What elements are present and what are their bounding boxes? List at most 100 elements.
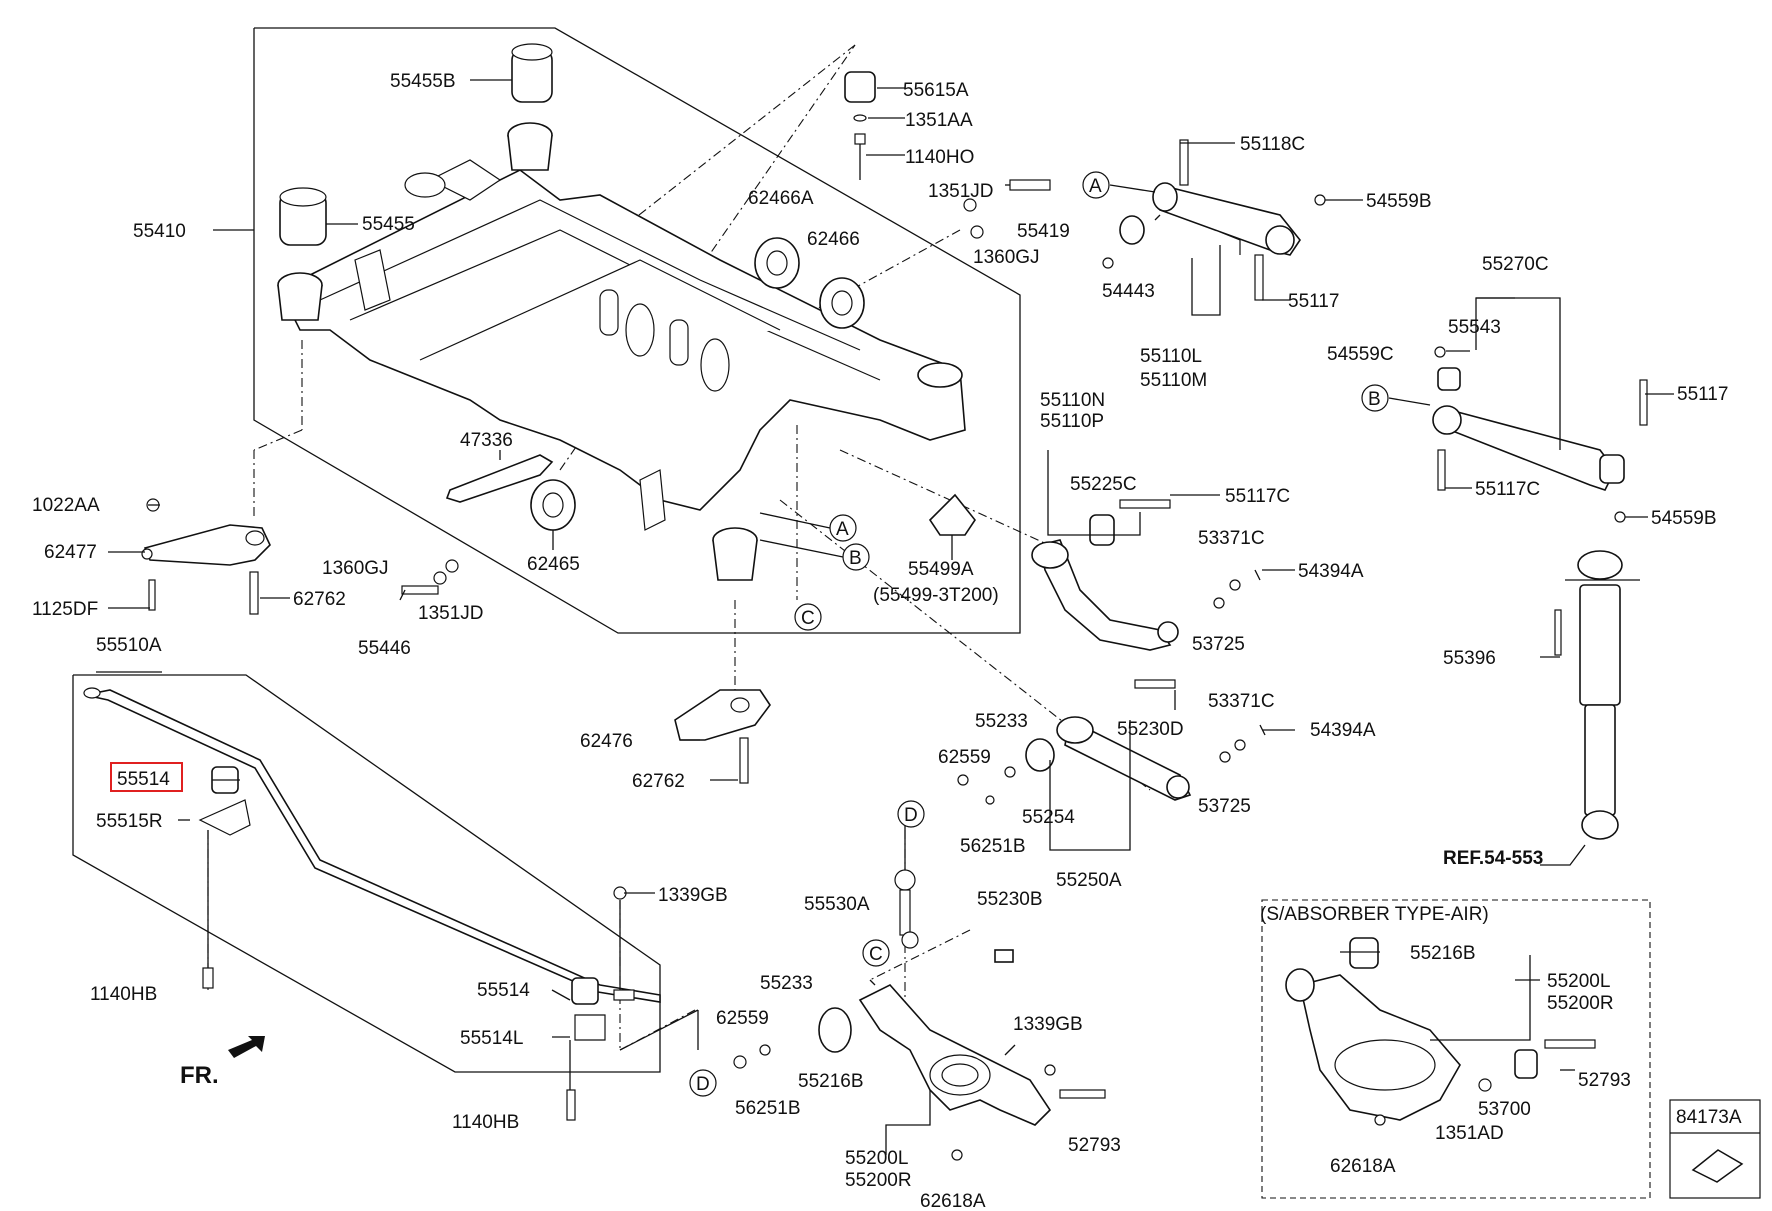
label-55230B: 55230B: [977, 889, 1043, 910]
label-55270C: 55270C: [1482, 254, 1549, 275]
label-54559B-right: 54559B: [1651, 508, 1717, 529]
ref-c-arm: C: [869, 944, 883, 965]
label-55499A: 55499A: [908, 559, 974, 580]
label-52793-air: 52793: [1578, 1070, 1631, 1091]
label-1140HB-low: 1140HB: [452, 1112, 519, 1133]
rear-subframe: [277, 122, 966, 581]
label-55515R: 55515R: [96, 811, 163, 832]
arm-55110N: [1031, 450, 1261, 651]
label-55230D: 55230D: [1117, 719, 1184, 740]
label-62618A-low: 62618A: [920, 1191, 986, 1211]
shock-absorber: [1540, 550, 1640, 866]
label-1140HB-left: 1140HB: [90, 984, 157, 1005]
label-55110L: 55110L: [1140, 346, 1202, 367]
label-55514-highlighted: 55514: [117, 769, 170, 790]
circle-ref-letters: A B C A B D C D: [696, 176, 1381, 1095]
highlight-box-55514: [110, 762, 183, 792]
label-1351AA: 1351AA: [905, 110, 973, 131]
label-1351AD: 1351AD: [1435, 1123, 1504, 1144]
arm-55250A: [957, 679, 1266, 851]
label-1339GB-left: 1339GB: [658, 885, 728, 906]
ref-a-center: A: [836, 519, 849, 540]
label-62476: 62476: [580, 731, 633, 752]
ref-a-upper: A: [1089, 176, 1102, 197]
air-absorber-box: [1261, 899, 1651, 1199]
ref-c-center: C: [801, 608, 815, 629]
ref-b-center: B: [849, 548, 862, 569]
label-56251B-low: 56251B: [735, 1098, 801, 1119]
ref-d-link: D: [904, 805, 918, 826]
label-55110P: 55110P: [1040, 411, 1104, 432]
ref-d-bar: D: [696, 1074, 710, 1095]
label-62762-mid: 62762: [293, 589, 346, 610]
left-brackets: [141, 498, 771, 784]
label-air-absorber-title: (S/ABSORBER TYPE-AIR): [1260, 904, 1489, 925]
part-labels: 55455B 55455 55410 55615A 1351AA 1140HO …: [32, 71, 1742, 1211]
label-55514-low: 55514: [477, 980, 530, 1001]
label-62559-top: 62559: [938, 747, 991, 768]
label-55530A: 55530A: [804, 894, 870, 915]
upper-arm-55110: [1102, 139, 1326, 316]
label-55200R-air: 55200R: [1547, 993, 1614, 1014]
label-55233-low: 55233: [760, 973, 813, 994]
label-53725-top: 53725: [1192, 634, 1245, 655]
label-55455: 55455: [362, 214, 415, 235]
label-53371C-top: 53371C: [1198, 528, 1265, 549]
label-54394A-top: 54394A: [1298, 561, 1364, 582]
ref-b-right: B: [1368, 389, 1381, 410]
subframe-frame: [213, 27, 1021, 634]
label-55543: 55543: [1448, 317, 1501, 338]
label-1351JD-top: 1351JD: [928, 181, 994, 202]
label-55118C: 55118C: [1240, 134, 1305, 155]
subframe-bushings: [279, 43, 1051, 560]
label-55396: 55396: [1443, 648, 1496, 669]
label-62559-low: 62559: [716, 1008, 769, 1029]
label-55117C-right: 55117C: [1475, 479, 1540, 500]
label-55254: 55254: [1022, 807, 1075, 828]
label-62477: 62477: [44, 542, 97, 563]
label-1339GB-low: 1339GB: [1013, 1014, 1083, 1035]
label-56251B-top: 56251B: [960, 836, 1026, 857]
label-62466A: 62466A: [748, 188, 814, 209]
stabilizer-bar: [72, 671, 699, 1121]
label-55514L: 55514L: [460, 1028, 523, 1049]
label-54443: 54443: [1102, 281, 1155, 302]
label-55499-sub: (55499-3T200): [873, 585, 999, 606]
label-55410: 55410: [133, 221, 186, 242]
label-84173A: 84173A: [1676, 1107, 1742, 1128]
label-55200R-low: 55200R: [845, 1170, 912, 1191]
label-47336: 47336: [460, 430, 513, 451]
label-1351JD-mid: 1351JD: [418, 603, 484, 624]
label-55455B: 55455B: [390, 71, 456, 92]
front-direction-arrow: [228, 1036, 265, 1058]
label-55200L-air: 55200L: [1547, 971, 1610, 992]
label-54394A-low: 54394A: [1310, 720, 1376, 741]
label-55110N: 55110N: [1040, 390, 1105, 411]
label-54559B-top: 54559B: [1366, 191, 1432, 212]
label-55250A: 55250A: [1056, 870, 1122, 891]
circle-ref-markers: [689, 171, 1431, 1097]
label-1360GJ-top: 1360GJ: [973, 247, 1040, 268]
label-54559C: 54559C: [1327, 344, 1394, 365]
label-ref-54-553: REF.54-553: [1443, 848, 1543, 869]
label-55110M: 55110M: [1140, 370, 1207, 391]
label-55216B-air: 55216B: [1410, 943, 1476, 964]
label-1140HO: 1140HO: [905, 147, 974, 168]
lower-arm-55200: [733, 825, 1106, 1161]
label-1125DF: 1125DF: [32, 599, 98, 620]
label-55233-top: 55233: [975, 711, 1028, 732]
arm-55270C: [1432, 297, 1648, 523]
label-55216B-low: 55216B: [798, 1071, 864, 1092]
label-53371C-low: 53371C: [1208, 691, 1275, 712]
label-62618A-air: 62618A: [1330, 1156, 1396, 1177]
label-62466: 62466: [807, 229, 860, 250]
label-55446: 55446: [358, 638, 411, 659]
label-55615A: 55615A: [903, 80, 969, 101]
label-1022AA: 1022AA: [32, 495, 100, 516]
label-55117C-mid: 55117C: [1225, 486, 1290, 507]
label-53700: 53700: [1478, 1099, 1531, 1120]
label-55117-top: 55117: [1288, 291, 1339, 312]
label-52793-low: 52793: [1068, 1135, 1121, 1156]
